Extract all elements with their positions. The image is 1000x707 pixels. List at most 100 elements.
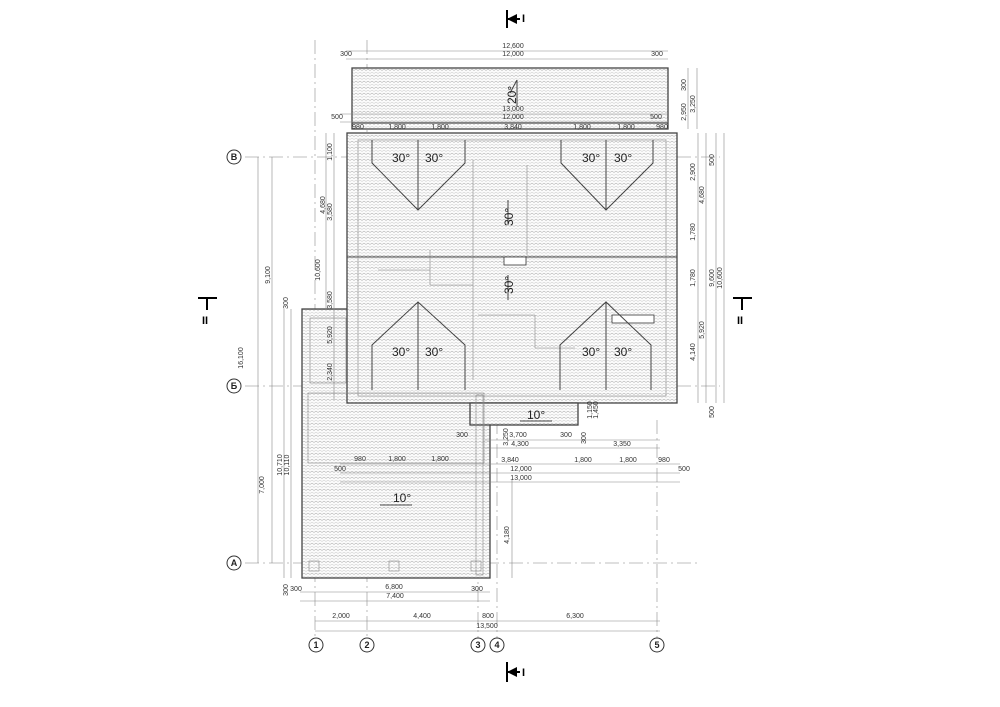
axis-label-v: В [231, 152, 238, 162]
dimension-label: 1,450 [593, 401, 600, 419]
dormer-slope-label: 30° [392, 151, 410, 165]
dimension-label: 500 [334, 466, 346, 473]
bay-slope-label: 10° [527, 408, 545, 422]
dimension-label: 1,800 [619, 457, 637, 464]
dimension-label: 300 [471, 586, 483, 593]
dimension-label: 980 [354, 456, 366, 463]
vent-upper [503, 256, 527, 266]
dimension-label: 3,700 [509, 432, 527, 439]
dimension-label: 12,000 [510, 466, 532, 473]
dimension-label: 1,800 [431, 124, 449, 131]
porch-slope-label: 20° [505, 86, 519, 104]
dimension-label: 980 [656, 124, 668, 131]
section-label-left: II [202, 315, 208, 327]
dimension-label: 3,580 [327, 203, 334, 221]
dimension-label: 500 [650, 114, 662, 121]
main-roof [346, 132, 678, 404]
dimension-label: 1,800 [574, 457, 592, 464]
bay-roof [469, 402, 579, 426]
dormer-slope-label: 30° [614, 151, 632, 165]
dormer-slope-label: 30° [425, 151, 443, 165]
dormer-slope-label: 30° [582, 151, 600, 165]
section-marks: I I II II [198, 10, 752, 682]
axis-label-2: 2 [364, 640, 369, 650]
axis-label-5: 5 [654, 640, 659, 650]
slope-arrows [380, 79, 552, 506]
dimension-label: 3,840 [504, 124, 522, 131]
dimension-label: 500 [331, 114, 343, 121]
dimension-label: 2,000 [332, 613, 350, 620]
dimension-label: 4,140 [690, 343, 697, 361]
dormer-slope-label: 30° [582, 345, 600, 359]
dimension-label: 4,680 [320, 196, 327, 214]
axis-label-3: 3 [475, 640, 480, 650]
dimension-label: 4,400 [413, 613, 431, 620]
dimension-label: 1,780 [690, 223, 697, 241]
dimension-label: 3,250 [503, 428, 510, 446]
dimension-label: 500 [709, 406, 716, 418]
vent-lower [611, 314, 655, 324]
dimension-label: 2,340 [327, 363, 334, 381]
dimension-label: 13,000 [502, 106, 524, 113]
dimension-label: 4,300 [511, 441, 529, 448]
dimension-label: 6,300 [566, 613, 584, 620]
axis-label-4: 4 [494, 640, 499, 650]
dimension-label: 10,600 [315, 259, 322, 281]
section-label-bottom: I [522, 667, 525, 679]
terrace-slope-label: 10° [393, 491, 411, 505]
dimension-label: 13,000 [510, 475, 532, 482]
dimension-label: 980 [658, 457, 670, 464]
dimension-label: 300 [283, 584, 290, 596]
dimension-label: 1,100 [327, 143, 334, 161]
dimension-label: 13,500 [476, 623, 498, 630]
dimension-label: 12,600 [502, 43, 524, 50]
dimension-label: 7,400 [386, 593, 404, 600]
dimension-label: 1,150 [587, 401, 594, 419]
dimension-label: 2,950 [681, 103, 688, 121]
dormers [371, 140, 654, 390]
dimension-label: 1,800 [431, 456, 449, 463]
valley-slope-label-upper: 30° [502, 208, 516, 226]
dimension-label: 10,710 [277, 454, 284, 476]
dimension-label: 300 [581, 432, 588, 444]
dimension-label: 3,580 [327, 291, 334, 309]
porch-roof [351, 67, 669, 130]
axis-markers: 1 2 3 4 5 В Б А [226, 149, 665, 653]
dimension-label: 6,800 [385, 584, 403, 591]
dimension-label: 5,920 [699, 321, 706, 339]
dimension-label: 300 [290, 586, 302, 593]
dimension-label: 1,800 [617, 124, 635, 131]
section-label-right: II [737, 315, 743, 327]
dimension-label: 300 [456, 432, 468, 439]
dimension-label: 5,920 [327, 326, 334, 344]
dimension-label: 300 [681, 79, 688, 91]
dimension-label: 800 [482, 613, 494, 620]
dimension-label: 1,800 [388, 124, 406, 131]
dimension-label: 16,100 [238, 347, 245, 369]
dimension-label: 3,350 [613, 441, 631, 448]
dimension-label: 3,840 [501, 457, 519, 464]
dimension-label: 1,800 [388, 456, 406, 463]
axis-label-a: А [231, 558, 238, 568]
dimension-label: 7,000 [259, 476, 266, 494]
dimension-label: 4,680 [699, 186, 706, 204]
dimension-label: 1,800 [573, 124, 591, 131]
dimension-label: 10,600 [717, 267, 724, 289]
dimension-label: 1,780 [690, 269, 697, 287]
dormer-slope-label: 30° [425, 345, 443, 359]
slope-labels: 20° 30° 30° 30° 30° 30° 30° 30° 30° 30° … [392, 86, 632, 505]
dimension-label: 12,000 [502, 51, 524, 58]
dimension-label: 2,900 [690, 163, 697, 181]
dimension-label: 10,110 [284, 454, 291, 475]
dimension-label: 4,180 [504, 526, 511, 544]
valley-slope-label-lower: 30° [502, 276, 516, 294]
roof-outlines [301, 67, 678, 579]
dormer-slope-label: 30° [614, 345, 632, 359]
dimension-label: 9,100 [265, 266, 272, 284]
section-label-top: I [522, 13, 525, 25]
dimension-label: 500 [678, 466, 690, 473]
dimension-label: 12,000 [502, 114, 524, 121]
